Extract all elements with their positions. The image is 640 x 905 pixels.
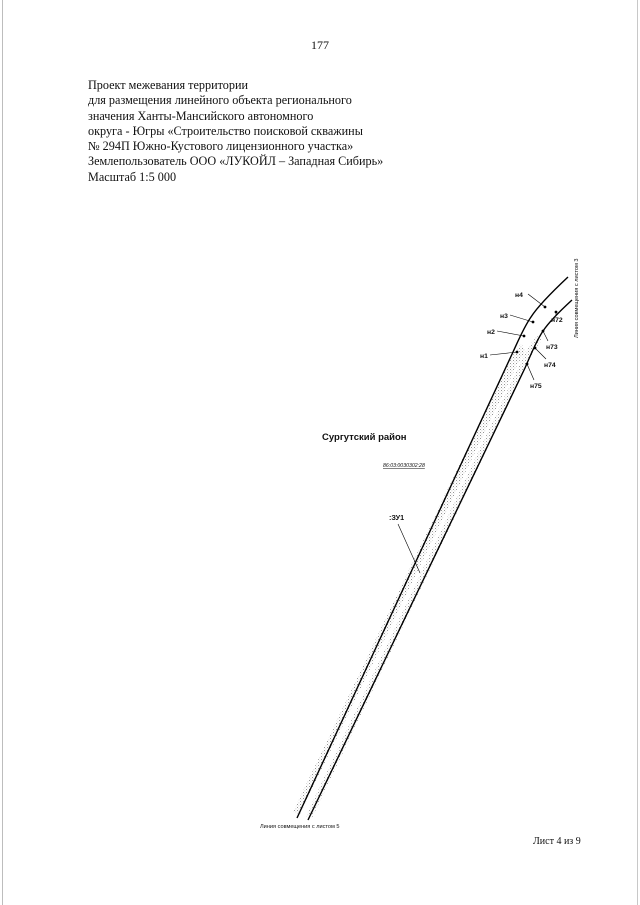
point-label-n74: н74: [544, 362, 556, 369]
point-label-n72: н72: [551, 317, 563, 324]
corridor-left-boundary: [296, 276, 569, 819]
match-line-top-label: Линия совмещения с листом 3: [574, 258, 580, 338]
district-label: Сургутский район: [322, 432, 407, 443]
leader-lines: [397, 293, 557, 574]
document-title: Проект межевания территории для размещен…: [88, 78, 383, 185]
match-line-bottom-label: Линия совмещения с листом 5: [260, 824, 340, 830]
point-label-n73: н73: [546, 344, 558, 351]
title-line: значения Ханты-Мансийского автономного: [88, 108, 314, 123]
title-line: Землепользователь ООО «ЛУКОЙЛ – Западная…: [88, 154, 384, 169]
point-label-n3: н3: [500, 313, 508, 320]
scan-left-edge: [2, 0, 3, 905]
cadastral-number: 86:03:0030302:28: [383, 463, 425, 469]
page-number: 177: [311, 38, 329, 52]
title-line: для размещения линейного объекта региона…: [88, 93, 352, 108]
point-label-n4: н4: [515, 292, 523, 299]
title-line: Проект межевания территории: [88, 78, 249, 92]
point-label-n75: н75: [530, 383, 542, 390]
scale-label: Масштаб 1:5 000: [88, 169, 177, 184]
point-label-n1: н1: [480, 353, 488, 360]
title-line: округа - Югры «Строительство поисковой с…: [88, 123, 363, 138]
parcel-label: :ЗУ1: [389, 513, 404, 522]
sheet-number: Лист 4 из 9: [533, 836, 581, 847]
title-line: № 294П Южно-Кустового лицензионного учас…: [88, 139, 354, 154]
point-label-n2: н2: [487, 329, 495, 336]
hatched-strip: [293, 344, 526, 814]
scan-right-edge: [637, 0, 638, 905]
